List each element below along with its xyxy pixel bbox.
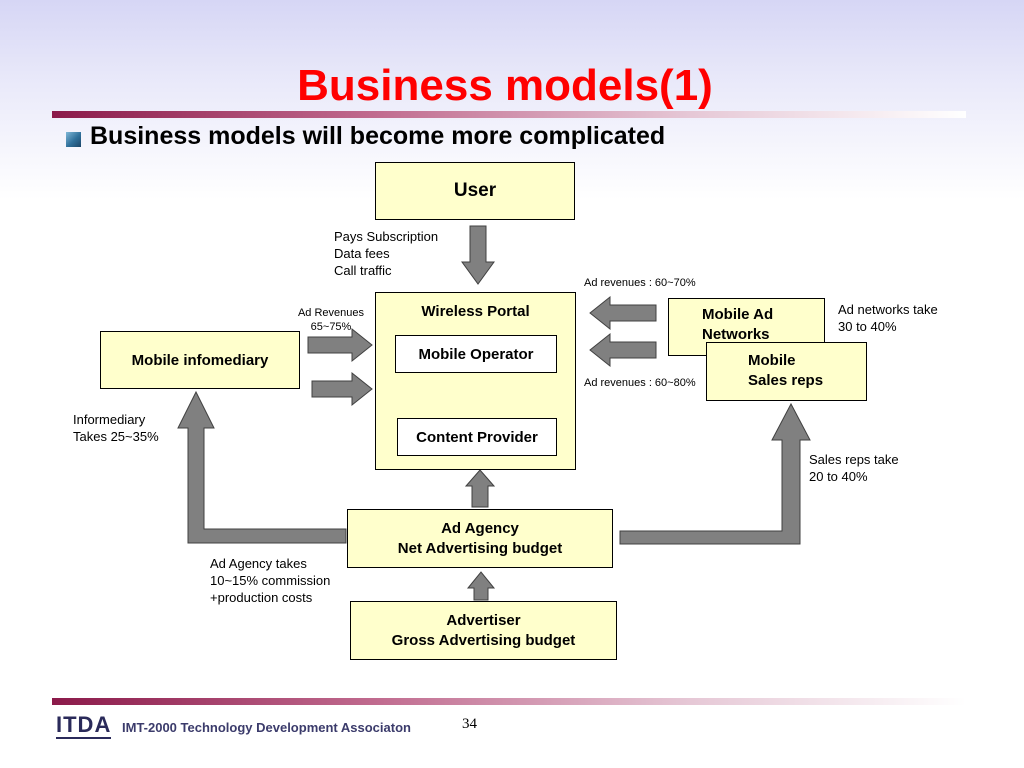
user-box: User bbox=[375, 162, 575, 220]
bullet-square-icon bbox=[66, 132, 81, 147]
mobile-sales-reps-line1: Mobile bbox=[748, 352, 796, 369]
slide-title: Business models(1) bbox=[297, 61, 713, 110]
advertiser-line1: Advertiser bbox=[446, 611, 521, 629]
ad-networks-take-label: Ad networks take 30 to 40% bbox=[838, 301, 938, 335]
ad-networks-take-line1: Ad networks take bbox=[838, 302, 938, 317]
informediary-line1: Informediary bbox=[73, 412, 146, 427]
arrow-adnetworks-to-portal bbox=[589, 295, 657, 331]
content-provider-box: Content Provider bbox=[397, 418, 557, 456]
pays-line3: Call traffic bbox=[334, 263, 392, 278]
wireless-portal-label: Wireless Portal bbox=[421, 303, 530, 320]
pays-line1: Pays Subscription bbox=[334, 229, 439, 244]
ad-revenues-line1: Ad Revenues bbox=[297, 307, 365, 319]
sales-reps-take-line2: 20 to 40% bbox=[809, 469, 868, 484]
arrow-infomediary-to-portal-1 bbox=[307, 327, 373, 363]
sales-reps-take-label: Sales reps take 20 to 40% bbox=[809, 451, 899, 485]
title-divider bbox=[52, 111, 966, 118]
footer-organization: IMT-2000 Technology Development Associat… bbox=[122, 720, 411, 735]
mobile-sales-reps-box: Mobile Sales reps bbox=[706, 342, 867, 401]
advertiser-box: Advertiser Gross Advertising budget bbox=[350, 601, 617, 660]
mobile-sales-reps-line2: Sales reps bbox=[748, 372, 824, 389]
ad-agency-takes-line1: Ad Agency takes bbox=[210, 556, 307, 571]
mobile-operator-label: Mobile Operator bbox=[418, 345, 534, 363]
mobile-infomediary-label: Mobile infomediary bbox=[131, 351, 269, 369]
ad-revenues-top-label: Ad revenues : 60~70% bbox=[584, 277, 696, 289]
arrow-adagency-to-salesreps bbox=[619, 402, 811, 545]
ad-agency-line1: Ad Agency bbox=[441, 519, 519, 537]
sales-reps-take-line1: Sales reps take bbox=[809, 452, 899, 467]
ad-revenues-label: Ad Revenues 65~75% bbox=[294, 306, 368, 334]
ad-revenues-bottom-label: Ad revenues : 60~80% bbox=[584, 377, 696, 389]
ad-agency-box: Ad Agency Net Advertising budget bbox=[347, 509, 613, 568]
ad-agency-line2: Net Advertising budget bbox=[397, 539, 563, 557]
slide-subtitle: Business models will become more complic… bbox=[90, 122, 666, 150]
user-label: User bbox=[453, 180, 497, 201]
mobile-operator-box: Mobile Operator bbox=[395, 335, 557, 373]
advertiser-line2: Gross Advertising budget bbox=[391, 631, 576, 649]
ad-revenues-line2: 65~75% bbox=[310, 321, 352, 333]
arrow-advertiser-to-adagency bbox=[466, 571, 496, 601]
arrow-adagency-to-infomediary bbox=[177, 390, 347, 544]
arrow-user-to-portal bbox=[461, 225, 495, 285]
ad-agency-takes-line3: +production costs bbox=[210, 590, 313, 605]
itda-logo: ITDA bbox=[56, 712, 112, 739]
informediary-takes-label: Informediary Takes 25~35% bbox=[73, 411, 159, 445]
ad-agency-takes-label: Ad Agency takes 10~15% commission +produ… bbox=[210, 555, 330, 606]
arrow-adagency-to-portal bbox=[464, 469, 496, 508]
footer-divider bbox=[52, 698, 966, 705]
page-number: 34 bbox=[462, 716, 477, 732]
ad-networks-take-line2: 30 to 40% bbox=[838, 319, 897, 334]
content-provider-label: Content Provider bbox=[416, 428, 538, 446]
mobile-ad-networks-line1: Mobile Ad bbox=[702, 306, 774, 323]
ad-agency-takes-line2: 10~15% commission bbox=[210, 573, 331, 588]
arrow-infomediary-to-portal-2 bbox=[311, 371, 373, 407]
informediary-line2: Takes 25~35% bbox=[73, 429, 159, 444]
pays-subscription-label: Pays Subscription Data fees Call traffic bbox=[334, 228, 438, 279]
arrow-salesreps-to-portal bbox=[589, 332, 657, 368]
pays-line2: Data fees bbox=[334, 246, 390, 261]
mobile-ad-networks-line2: Networks bbox=[702, 326, 770, 343]
mobile-infomediary-box: Mobile infomediary bbox=[100, 331, 300, 389]
